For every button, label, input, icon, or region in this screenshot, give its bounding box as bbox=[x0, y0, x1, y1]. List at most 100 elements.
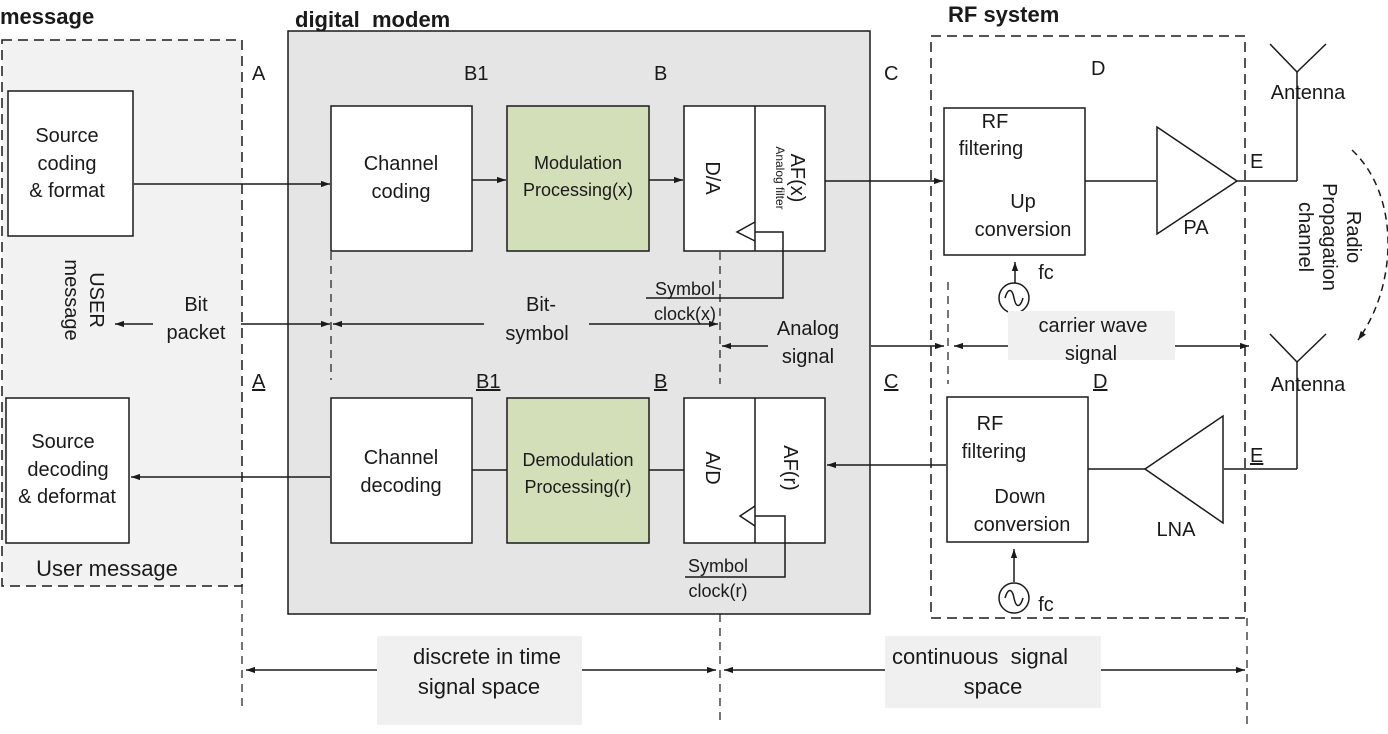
block-label: conversion bbox=[974, 514, 1071, 536]
channel-decoding-block: Channel decoding bbox=[330, 397, 473, 544]
symbol-clock-x-label: Symbol bbox=[655, 279, 715, 299]
continuous-signal-space-label: continuous signal bbox=[892, 644, 1068, 669]
section-title-digital-modem: digital modem bbox=[295, 7, 450, 32]
channel-coding-block: Channel coding bbox=[330, 105, 473, 252]
user-message-label: User message bbox=[36, 556, 178, 581]
vertical-label-line: Radio bbox=[1342, 211, 1364, 263]
vertical-label-line: channel bbox=[1294, 202, 1316, 272]
fc-label: fc bbox=[1038, 594, 1054, 616]
block-label: Channel bbox=[364, 447, 439, 469]
measurement-arrows bbox=[115, 320, 1249, 674]
carrier-wave-label: signal bbox=[1065, 343, 1117, 365]
analog-signal-label: signal bbox=[782, 346, 834, 368]
vertical-label-line: message bbox=[60, 259, 82, 340]
section-title-rf-system: RF system bbox=[948, 2, 1059, 27]
block-label: Demodulation bbox=[522, 450, 633, 470]
carrier-wave-label-box bbox=[1008, 311, 1175, 360]
ref-B1-bottom: B1 bbox=[476, 371, 500, 393]
source-coding-block: Source coding & format bbox=[7, 90, 134, 237]
signal-wires bbox=[131, 176, 1297, 481]
ref-C-top: C bbox=[884, 63, 898, 85]
ref-B-top: B bbox=[654, 63, 667, 85]
clock-input-triangle bbox=[735, 221, 756, 242]
block-label: decoding bbox=[27, 459, 108, 481]
analog-filter-label: AF(x) bbox=[786, 154, 808, 203]
symbol-clock-x-wire bbox=[646, 231, 784, 299]
continuous-signal-space-label: space bbox=[964, 674, 1023, 699]
analog-filter-label: AF(r) bbox=[779, 445, 801, 491]
demodulation-processing-block: Demodulation Processing(r) bbox=[506, 397, 650, 544]
block-label: Up bbox=[1010, 191, 1036, 213]
modulation-processing-block: Modulation Processing(x) bbox=[506, 105, 650, 252]
block-label: coding bbox=[372, 181, 431, 203]
section-title-message: message bbox=[0, 4, 94, 29]
carrier-wave-label: carrier wave bbox=[1039, 315, 1148, 337]
antenna-bottom-icon bbox=[1269, 333, 1327, 469]
discrete-signal-space-label: signal space bbox=[418, 674, 540, 699]
user-message-vertical-label: USER message bbox=[60, 259, 107, 340]
block-label: Channel bbox=[364, 153, 439, 175]
block-label: Processing(x) bbox=[523, 180, 633, 200]
bit-packet-label: Bit bbox=[184, 294, 208, 316]
block-label: decoding bbox=[360, 475, 441, 497]
discrete-signal-space-label: discrete in time bbox=[413, 644, 561, 669]
block-label: filtering bbox=[962, 441, 1026, 463]
vertical-label-line: USER bbox=[85, 272, 107, 328]
ref-A-top: A bbox=[252, 63, 266, 85]
rf-down-conversion-block: RF filtering Down conversion bbox=[946, 396, 1089, 543]
bit-symbol-label: symbol bbox=[505, 323, 568, 345]
block-label: Source bbox=[35, 125, 98, 147]
local-oscillator-bottom: fc bbox=[998, 549, 1054, 616]
symbol-clock-r-label: clock(r) bbox=[689, 581, 748, 601]
block-label: & deformat bbox=[18, 486, 116, 508]
clock-input-triangle bbox=[738, 505, 756, 527]
da-af-block: D/A AF(x) Analog filter bbox=[683, 105, 826, 252]
block-label: Modulation bbox=[534, 153, 622, 173]
analog-filter-sublabel: Analog filter bbox=[773, 146, 787, 209]
antenna-top-icon bbox=[1269, 43, 1327, 181]
da-converter-label: D/A bbox=[701, 161, 723, 195]
block-label: Source bbox=[31, 431, 94, 453]
antenna-bottom-label: Antenna bbox=[1271, 374, 1346, 396]
continuous-signal-space-box bbox=[885, 636, 1101, 708]
antenna-top-label: Antenna bbox=[1271, 82, 1346, 104]
bit-symbol-label: Bit- bbox=[526, 294, 556, 316]
power-amplifier: PA bbox=[1156, 125, 1239, 239]
ref-C-bottom: C bbox=[884, 371, 898, 393]
vertical-label-line: Propagation bbox=[1318, 183, 1340, 291]
symbol-clock-r-wire bbox=[685, 515, 786, 578]
block-label: & format bbox=[29, 180, 105, 202]
block-label: RF bbox=[982, 111, 1009, 133]
source-decoding-block: Source decoding & deformat bbox=[5, 397, 130, 544]
sine-wave-icon bbox=[1004, 589, 1024, 607]
sine-wave-icon bbox=[1004, 289, 1024, 307]
symbol-clock-x-label: clock(x) bbox=[654, 304, 716, 324]
rf-up-conversion-block: RF filtering Up conversion bbox=[943, 107, 1086, 256]
ad-converter-label: A/D bbox=[701, 451, 723, 484]
ref-D-top: D bbox=[1091, 58, 1105, 80]
pa-label: PA bbox=[1183, 217, 1209, 239]
block-label: Processing(r) bbox=[524, 477, 631, 497]
ref-D-bottom: D bbox=[1093, 371, 1107, 393]
ref-B1-top: B1 bbox=[464, 63, 488, 85]
discrete-signal-space-box bbox=[377, 636, 582, 725]
lna-label: LNA bbox=[1157, 519, 1197, 541]
block-label: filtering bbox=[959, 138, 1023, 160]
ref-A-bottom: A bbox=[252, 371, 266, 393]
local-oscillator-top: fc bbox=[998, 262, 1054, 314]
block-label: RF bbox=[977, 413, 1004, 435]
symbol-clock-r-label: Symbol bbox=[688, 556, 748, 576]
block-label: Down bbox=[994, 486, 1045, 508]
bit-packet-label: packet bbox=[167, 322, 226, 344]
analog-signal-label: Analog bbox=[777, 318, 839, 340]
block-label: coding bbox=[38, 153, 97, 175]
ad-af-block: A/D AF(r) bbox=[683, 397, 826, 544]
ref-B-bottom: B bbox=[654, 371, 667, 393]
ref-E-top: E bbox=[1250, 151, 1263, 173]
reference-guides bbox=[241, 252, 1248, 730]
radio-propagation-channel-label: Radio Propagation channel bbox=[1294, 183, 1364, 291]
ref-E-bottom: E bbox=[1250, 445, 1263, 467]
low-noise-amplifier: LNA bbox=[1143, 414, 1224, 541]
fc-label: fc bbox=[1038, 262, 1054, 284]
